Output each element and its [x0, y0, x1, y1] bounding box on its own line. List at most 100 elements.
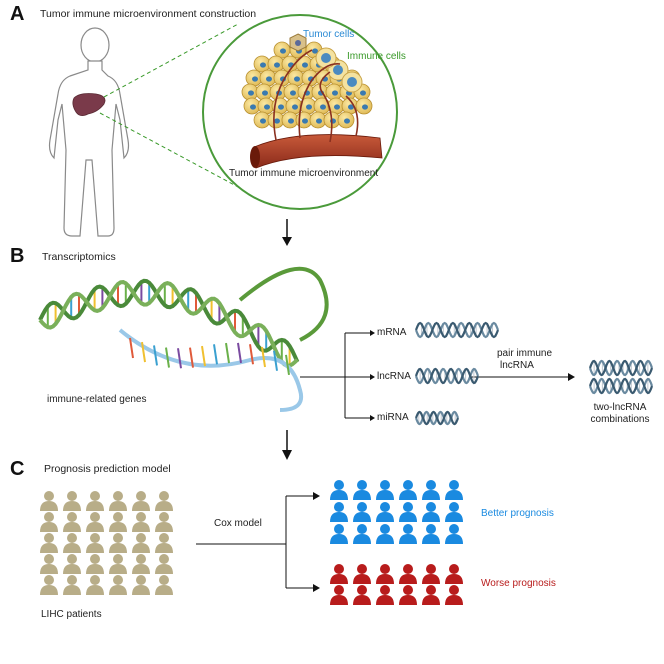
panel-c-title: Prognosis prediction model: [44, 463, 171, 475]
person-icon: [445, 524, 463, 544]
person-icon: [132, 575, 150, 595]
person-icon: [353, 564, 371, 584]
person-icon: [63, 533, 81, 553]
combo-label-line1: two-lncRNA: [593, 402, 647, 413]
immune-cells-label: Immune cells: [347, 51, 406, 62]
tumor-cell: [355, 97, 373, 115]
tumor-cell: [273, 41, 291, 59]
person-icon: [445, 502, 463, 522]
patients-label: LIHC patients: [41, 609, 102, 620]
person-icon: [353, 585, 371, 605]
person-icon: [399, 502, 417, 522]
pair-label-line2: lncRNA: [500, 360, 534, 371]
person-icon: [109, 554, 127, 574]
person-icon: [63, 512, 81, 532]
panel-c-letter: C: [10, 458, 25, 480]
person-icon: [422, 524, 440, 544]
person-icon: [132, 491, 150, 511]
immune-cell: [315, 47, 337, 69]
arrow-worse: [313, 584, 320, 592]
person-icon: [330, 502, 348, 522]
panel-b-title: Transcriptomics: [42, 251, 116, 263]
cox-branch-connector: [196, 495, 315, 589]
person-icon: [86, 554, 104, 574]
person-icon: [445, 585, 463, 605]
person-icon: [399, 524, 417, 544]
tumor-cell: [281, 111, 299, 129]
person-icon: [109, 575, 127, 595]
person-icon: [353, 502, 371, 522]
person-icon: [422, 480, 440, 500]
dna-helix-icon: [38, 266, 329, 412]
person-icon: [109, 512, 127, 532]
arrow-mrna: [370, 330, 375, 336]
person-icon: [376, 564, 394, 584]
tumor-cell: [259, 69, 277, 87]
cox-model-label: Cox model: [214, 518, 262, 529]
capillaries-icon: [273, 49, 359, 143]
mrna-label: mRNA: [377, 327, 407, 338]
better-prognosis-label: Better prognosis: [481, 508, 554, 519]
arrow-a-to-b: [282, 219, 292, 246]
combination-helix-icon: [588, 377, 654, 395]
person-icon: [132, 512, 150, 532]
mrna-helix-icon: [414, 321, 500, 339]
arrow-b-to-c: [282, 430, 292, 460]
person-icon: [399, 585, 417, 605]
blood-vessel-icon: [250, 134, 383, 169]
person-icon: [155, 512, 173, 532]
person-icon: [132, 554, 150, 574]
worse-prognosis-grid: [330, 564, 463, 605]
tumor-cell: [267, 55, 285, 73]
pair-label-line1: pair immune: [497, 348, 553, 359]
person-icon: [376, 524, 394, 544]
tumor-cell: [285, 97, 303, 115]
person-icon: [86, 512, 104, 532]
person-icon: [86, 575, 104, 595]
person-icon: [330, 524, 348, 544]
liver-icon: [72, 93, 106, 116]
person-icon: [40, 512, 58, 532]
person-icon: [86, 533, 104, 553]
panel-b-letter: B: [10, 245, 25, 267]
person-icon: [330, 564, 348, 584]
immune-genes-label: immune-related genes: [47, 394, 147, 405]
microenvironment-label: Tumor immune microenvironment: [229, 168, 379, 179]
person-icon: [109, 491, 127, 511]
arrow-to-combinations: [568, 373, 575, 381]
person-icon: [63, 575, 81, 595]
person-icon: [40, 575, 58, 595]
person-icon: [422, 502, 440, 522]
person-icon: [445, 564, 463, 584]
person-icon: [399, 564, 417, 584]
person-icon: [376, 502, 394, 522]
person-icon: [422, 564, 440, 584]
arrow-better: [313, 492, 320, 500]
person-icon: [399, 480, 417, 500]
person-icon: [40, 554, 58, 574]
person-icon: [422, 585, 440, 605]
panel-b-illustration: [38, 266, 654, 426]
immune-cell: [341, 71, 363, 93]
person-icon: [40, 533, 58, 553]
person-icon: [63, 491, 81, 511]
tumor-cell: [245, 69, 263, 87]
highlighted-tumor-cell: [289, 33, 307, 52]
zoom-line-bottom: [99, 112, 241, 189]
tumor-cell: [257, 97, 275, 115]
lncrna-helix-icon: [414, 367, 480, 385]
person-icon: [445, 480, 463, 500]
arrow-mirna: [370, 415, 375, 421]
lncrna-label: lncRNA: [377, 371, 411, 382]
mirna-helix-icon: [414, 410, 460, 426]
rna-branch-connector: [300, 332, 570, 419]
person-icon: [376, 585, 394, 605]
panel-c-illustration: [40, 480, 463, 605]
panel-a-illustration: [48, 14, 398, 237]
tumor-cells-label: Tumor cells: [303, 29, 355, 40]
better-prognosis-grid: [330, 480, 463, 544]
worse-prognosis-label: Worse prognosis: [481, 578, 556, 589]
person-icon: [155, 575, 173, 595]
arrow-lncrna: [370, 374, 375, 380]
